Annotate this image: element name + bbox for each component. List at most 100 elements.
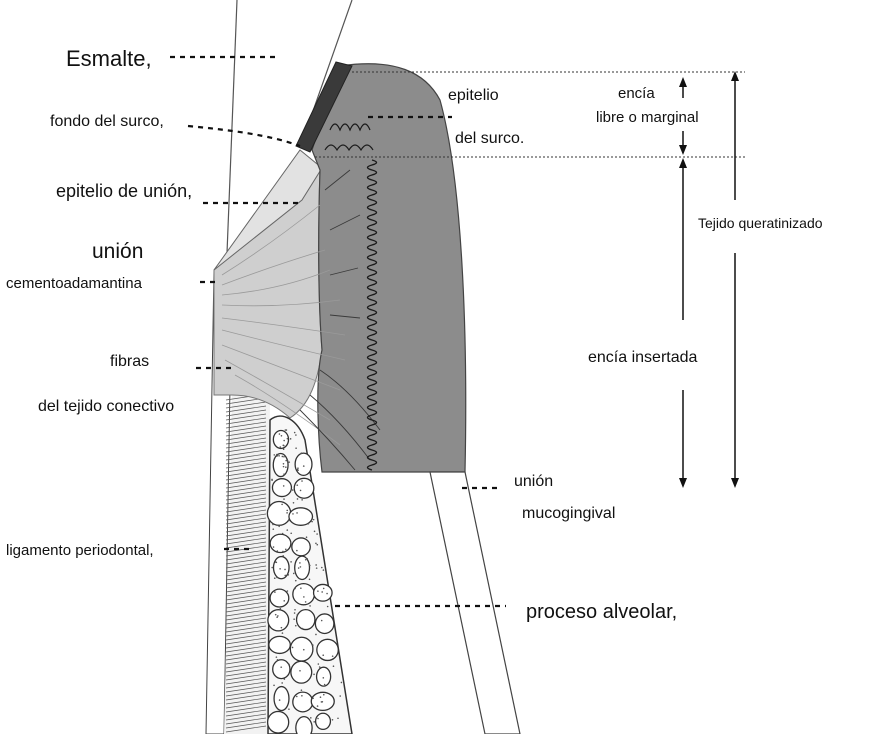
bone-stipple — [282, 444, 284, 446]
bone-stipple — [281, 504, 283, 506]
label-ligamento: ligamento periodontal, — [6, 542, 154, 559]
bone-stipple — [301, 689, 303, 691]
bone-stipple — [313, 721, 315, 723]
bone-stipple — [312, 697, 314, 699]
label-proceso-alveolar: proceso alveolar, — [526, 601, 677, 623]
bone-cell — [268, 610, 289, 631]
bone-stipple — [273, 546, 275, 548]
bone-stipple — [293, 573, 295, 575]
bone-stipple — [279, 568, 281, 570]
bone-stipple — [276, 577, 278, 579]
gingiva-region — [312, 64, 466, 472]
bone-stipple — [285, 429, 287, 431]
bone-stipple — [299, 670, 301, 672]
bone-cell — [317, 667, 331, 686]
bone-stipple — [285, 548, 287, 550]
bone-stipple — [313, 674, 315, 676]
bone-cell — [290, 637, 313, 661]
bone-stipple — [273, 454, 275, 456]
bone-cell — [273, 454, 288, 477]
label-union-sub: cementoadamantina — [6, 275, 143, 292]
bone-stipple — [288, 708, 290, 710]
label-epitelio-surco-1: epitelio — [448, 87, 499, 104]
label-encia-libre-1: encía — [618, 85, 655, 102]
label-fibras-2: del tejido conectivo — [38, 398, 174, 415]
bone-stipple — [287, 590, 289, 592]
bone-cell — [293, 584, 315, 605]
bone-stipple — [303, 465, 305, 467]
bone-stipple — [282, 456, 284, 458]
bone-cell — [270, 534, 291, 552]
bone-cell — [292, 538, 310, 556]
bone-cell — [294, 478, 314, 498]
bone-stipple — [294, 609, 296, 611]
bone-stipple — [284, 575, 286, 577]
bone-stipple — [337, 717, 339, 719]
bone-stipple — [271, 567, 273, 569]
bone-stipple — [284, 678, 286, 680]
bone-stipple — [283, 448, 285, 450]
bone-stipple — [323, 694, 325, 696]
bone-stipple — [282, 632, 284, 634]
bone-stipple — [297, 498, 299, 500]
bone-stipple — [315, 634, 317, 636]
bone-stipple — [315, 543, 317, 545]
bone-stipple — [296, 550, 298, 552]
bone-stipple — [341, 682, 343, 684]
bone-stipple — [296, 696, 298, 698]
bone-stipple — [303, 596, 305, 598]
bone-stipple — [272, 524, 274, 526]
bone-cell — [315, 614, 334, 634]
bone-stipple — [283, 440, 285, 442]
bone-stipple — [283, 600, 285, 602]
bone-stipple — [290, 561, 292, 563]
bone-stipple — [296, 484, 298, 486]
bone-stipple — [277, 615, 279, 617]
bone-stipple — [295, 580, 297, 582]
bone-stipple — [294, 612, 296, 614]
bone-cell — [273, 431, 288, 449]
bone-stipple — [321, 620, 323, 622]
bone-stipple — [287, 574, 289, 576]
bone-stipple — [309, 578, 311, 580]
bone-stipple — [302, 628, 304, 630]
bone-stipple — [287, 460, 289, 462]
bone-stipple — [306, 536, 308, 538]
bone-stipple — [303, 649, 305, 651]
label-encia-insertada: encía insertada — [588, 349, 698, 366]
label-esmalte: Esmalte, — [66, 46, 152, 71]
bone-stipple — [294, 588, 296, 590]
bone-stipple — [297, 469, 299, 471]
bone-stipple — [287, 438, 289, 440]
bone-cell — [289, 508, 313, 526]
bone-stipple — [294, 432, 296, 434]
bone-stipple — [297, 614, 299, 616]
bone-stipple — [323, 600, 325, 602]
bone-stipple — [285, 466, 287, 468]
label-union-muco-2: mucogingival — [522, 505, 615, 522]
bone-stipple — [301, 499, 303, 501]
bone-stipple — [309, 605, 311, 607]
leader-fondo-surco — [188, 126, 300, 146]
bone-stipple — [319, 666, 321, 668]
bone-stipple — [296, 512, 298, 514]
bone-stipple — [271, 479, 273, 481]
bone-stipple — [312, 644, 314, 646]
bone-stipple — [283, 473, 285, 475]
bone-stipple — [305, 601, 307, 603]
bone-stipple — [301, 480, 303, 482]
bone-stipple — [290, 438, 292, 440]
bone-cell — [269, 636, 290, 653]
bone-stipple — [320, 696, 322, 698]
bone-stipple — [323, 588, 325, 590]
bone-cell — [293, 692, 313, 712]
bone-stipple — [301, 452, 303, 454]
bone-stipple — [288, 461, 290, 463]
bone-stipple — [277, 550, 279, 552]
bone-stipple — [279, 699, 281, 701]
bone-stipple — [323, 677, 325, 679]
bone-stipple — [308, 523, 310, 525]
bone-stipple — [292, 489, 294, 491]
bone-cell — [270, 589, 289, 607]
